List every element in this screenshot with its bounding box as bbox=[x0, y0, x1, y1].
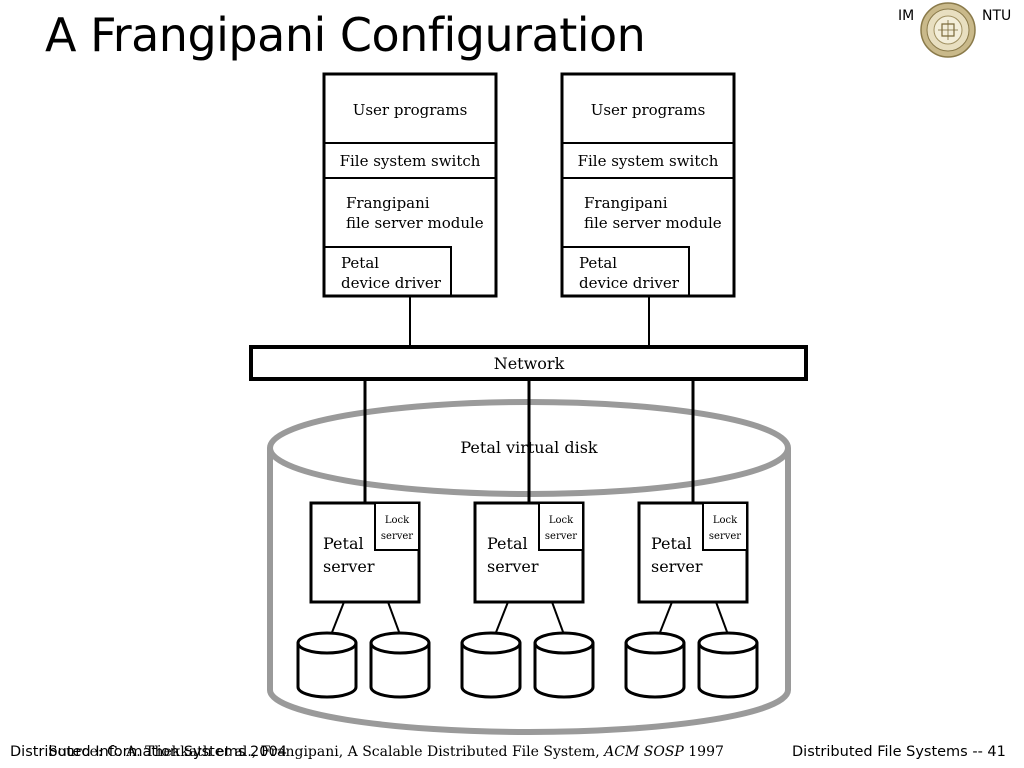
lock-server-label-line1: Lock bbox=[385, 515, 410, 526]
server-label-line2: server bbox=[487, 557, 539, 576]
fs-switch-label: File system switch bbox=[578, 152, 719, 170]
driver-label-line1: Petal bbox=[579, 254, 617, 272]
server-label-line2: server bbox=[323, 557, 375, 576]
driver-label-line2: device driver bbox=[579, 274, 680, 292]
logo-im-text: IM bbox=[898, 8, 915, 24]
logo: IM NTU bbox=[896, 2, 1020, 62]
lock-server-label-line2: server bbox=[709, 531, 741, 542]
module-label-line1: Frangipani bbox=[584, 194, 668, 212]
module-label-line1: Frangipani bbox=[346, 194, 430, 212]
module-label-line2: file server module bbox=[584, 214, 722, 232]
lock-server-label-line2: server bbox=[545, 531, 577, 542]
lock-server-label-line1: Lock bbox=[549, 515, 574, 526]
petal-server-1: Petal server Lock server bbox=[309, 501, 421, 604]
network-label: Network bbox=[494, 354, 565, 373]
disk-icon bbox=[533, 631, 595, 699]
module-label-line2: file server module bbox=[346, 214, 484, 232]
network-bar: Network bbox=[249, 345, 808, 381]
driver-label-line1: Petal bbox=[341, 254, 379, 272]
disk-icon bbox=[296, 631, 358, 699]
server-label-line1: Petal bbox=[323, 534, 364, 553]
disk-icon bbox=[697, 631, 759, 699]
server-label-line2: server bbox=[651, 557, 703, 576]
disk-icon bbox=[624, 631, 686, 699]
logo-ntu-text: NTU bbox=[982, 8, 1012, 24]
client-machine-1: User programs File system switch Frangip… bbox=[322, 72, 498, 298]
footer-course-name: Distributed Information Systems 2004 bbox=[10, 744, 287, 760]
user-programs-label: User programs bbox=[353, 101, 468, 119]
source-citation: Source: C. A. Thekkath et al., Frangipan… bbox=[48, 744, 724, 760]
client-machine-2: User programs File system switch Frangip… bbox=[560, 72, 736, 298]
disk-icon bbox=[460, 631, 522, 699]
user-programs-label: User programs bbox=[591, 101, 706, 119]
petal-server-3: Petal server Lock server bbox=[637, 501, 749, 604]
slide-title: A Frangipani Configuration bbox=[45, 8, 646, 62]
server-label-line1: Petal bbox=[651, 534, 692, 553]
disk-icon bbox=[369, 631, 431, 699]
lock-server-label-line2: server bbox=[381, 531, 413, 542]
source-venue: ACM SOSP bbox=[604, 744, 684, 760]
lock-server-label-line1: Lock bbox=[713, 515, 738, 526]
fs-switch-label: File system switch bbox=[340, 152, 481, 170]
petal-server-2: Petal server Lock server bbox=[473, 501, 585, 604]
driver-label-line2: device driver bbox=[341, 274, 442, 292]
university-seal-icon bbox=[920, 2, 976, 58]
server-label-line1: Petal bbox=[487, 534, 528, 553]
footer-slide-number: Distributed File Systems -- 41 bbox=[792, 744, 1006, 760]
